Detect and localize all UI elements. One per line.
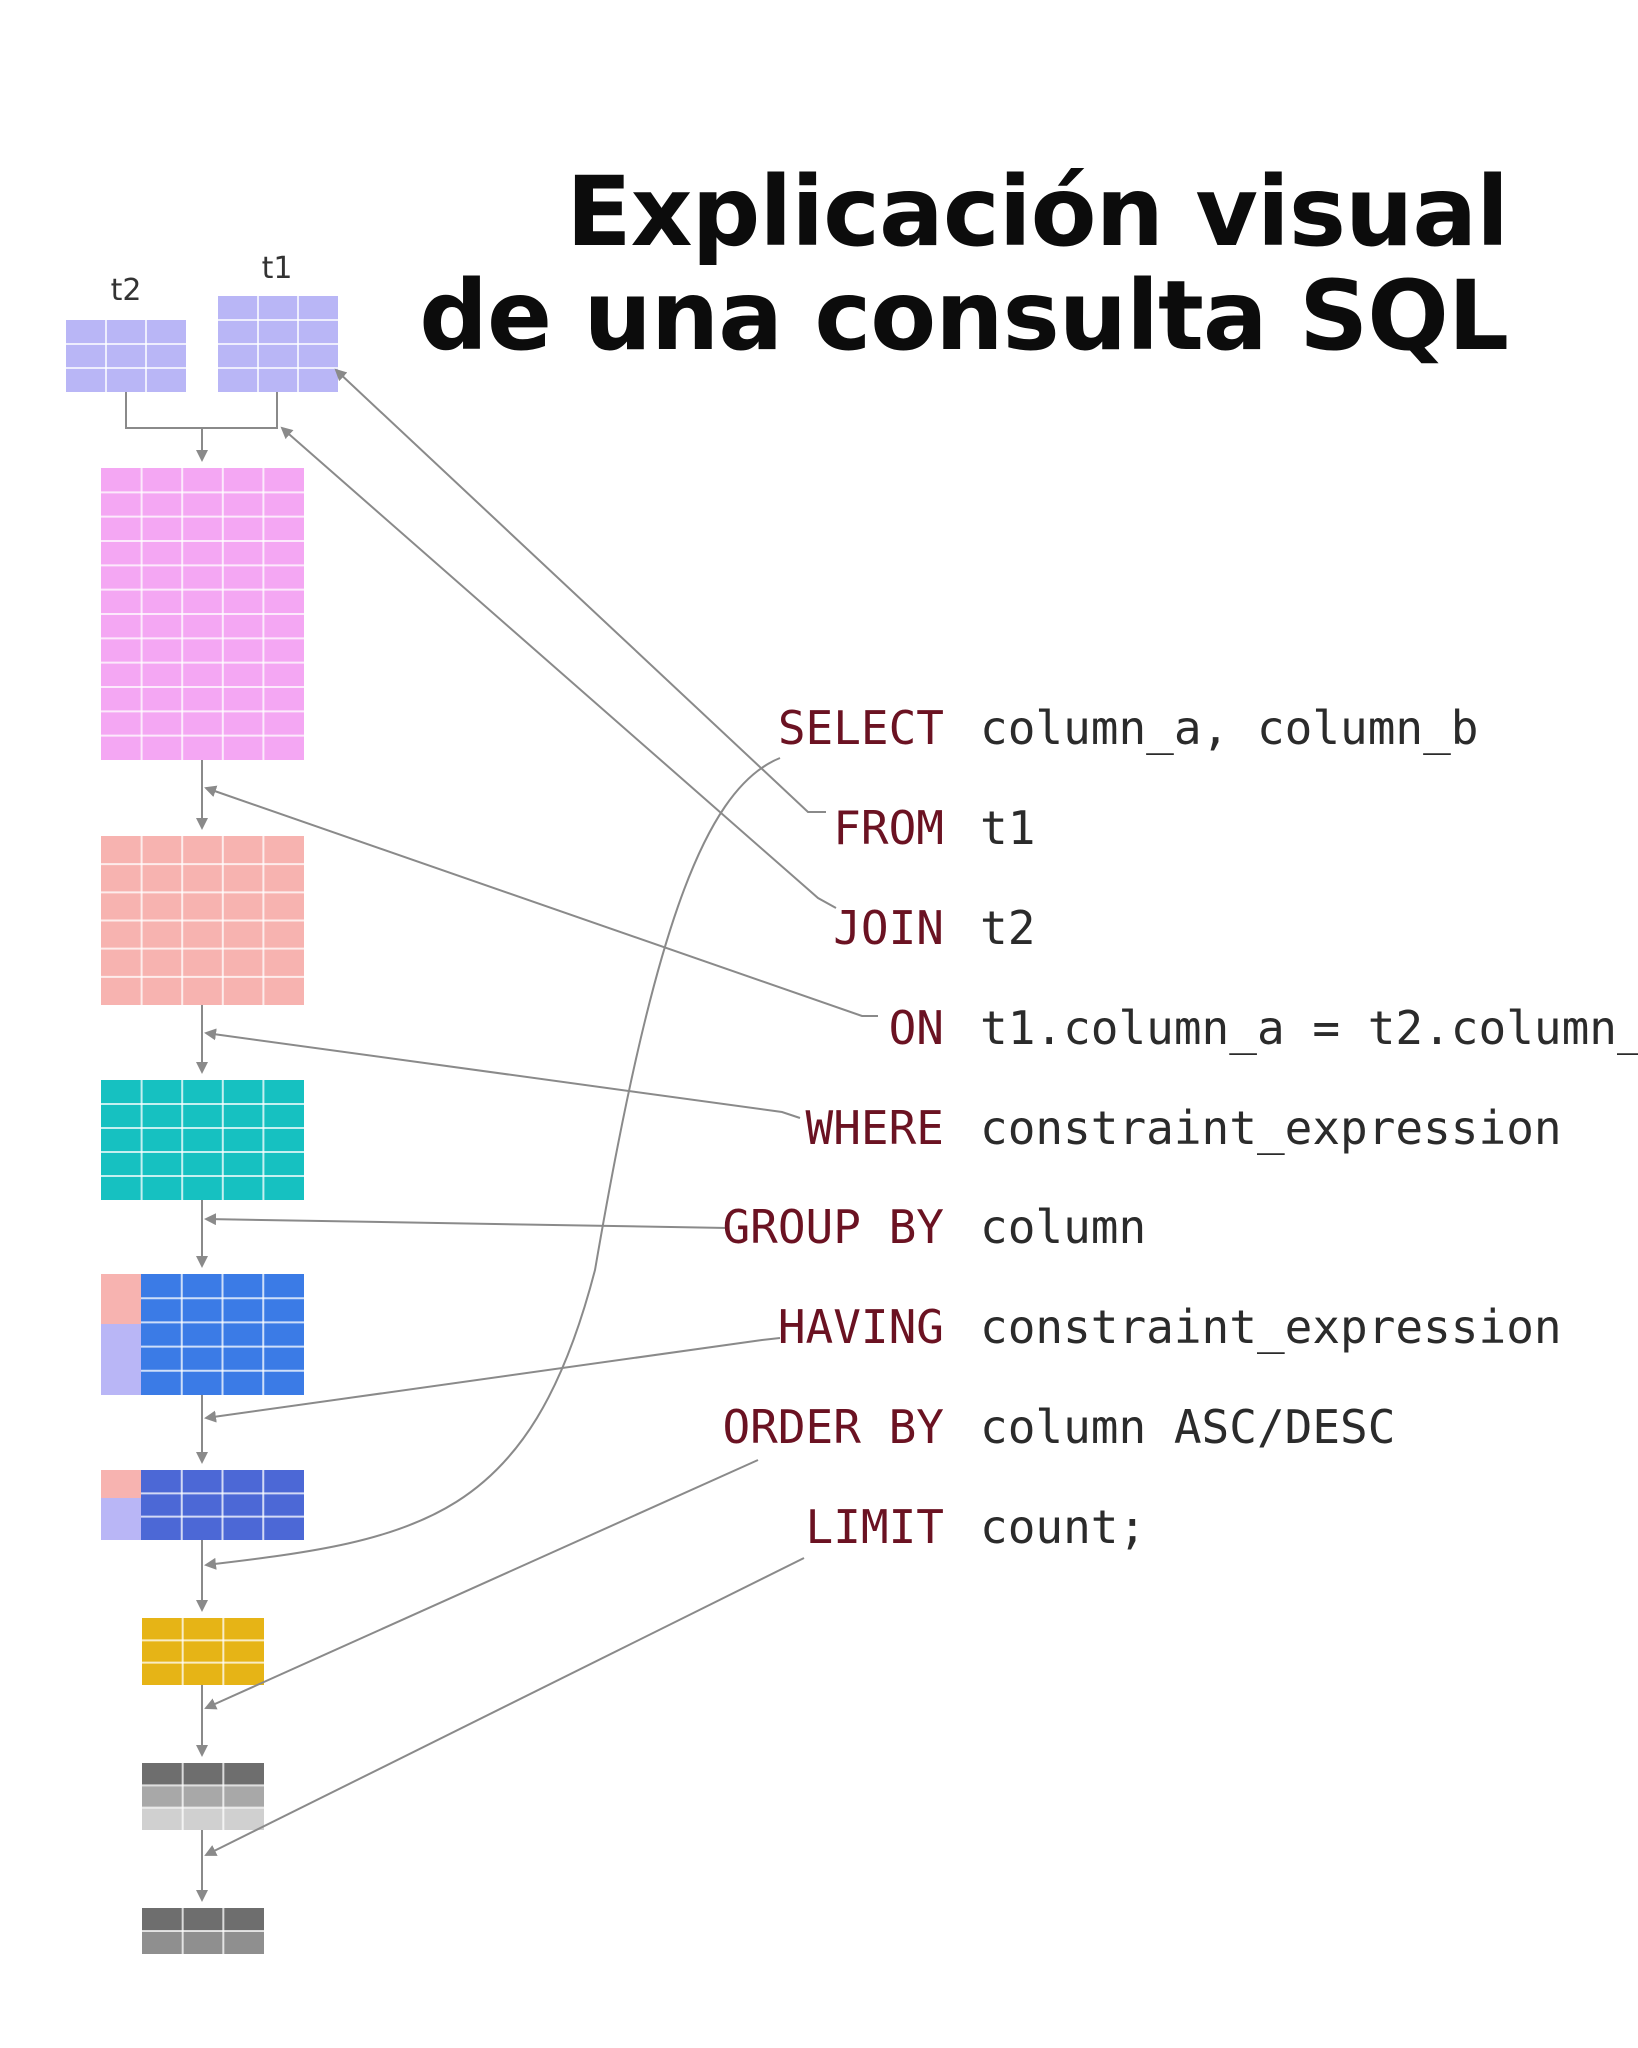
clause-argument: t2 bbox=[980, 901, 1035, 955]
joined-table bbox=[101, 468, 304, 760]
clause-argument: t1 bbox=[980, 801, 1035, 855]
arrow-select bbox=[204, 757, 781, 1570]
title-line-1: Explicación visual bbox=[566, 156, 1509, 268]
arrow-order bbox=[204, 1459, 759, 1710]
arrow-having bbox=[204, 1337, 781, 1423]
clause-row: FROM t1 bbox=[833, 801, 1035, 855]
clause-row: LIMIT count; bbox=[806, 1500, 1147, 1554]
limited-table bbox=[142, 1908, 264, 1954]
clause-keyword: GROUP BY bbox=[722, 1200, 944, 1254]
clause-argument: constraint_expression bbox=[980, 1300, 1562, 1354]
on-filtered-table bbox=[101, 836, 304, 1005]
arrow-group bbox=[204, 1213, 729, 1229]
group-key-bottom bbox=[101, 1324, 141, 1395]
table-t1 bbox=[218, 296, 338, 392]
arrow-on bbox=[204, 785, 878, 1017]
clause-argument: column bbox=[980, 1200, 1146, 1254]
clause-keyword: HAVING bbox=[778, 1300, 944, 1354]
clause-row: JOIN t2 bbox=[833, 901, 1035, 955]
table-label-t2: t2 bbox=[111, 273, 142, 308]
clause-keyword: ON bbox=[889, 1001, 944, 1055]
clause-argument: constraint_expression bbox=[980, 1101, 1562, 1155]
title-line-2: de una consulta SQL bbox=[419, 260, 1509, 372]
group-key-top bbox=[101, 1274, 141, 1324]
having-key-bottom bbox=[101, 1498, 141, 1540]
clause-row: HAVING constraint_expression bbox=[778, 1300, 1562, 1354]
having-key-top bbox=[101, 1470, 141, 1498]
clause-argument: column ASC/DESC bbox=[980, 1400, 1395, 1454]
clause-row: ORDER BY column ASC/DESC bbox=[722, 1400, 1395, 1454]
flow-arrows bbox=[125, 392, 278, 1902]
clause-keyword: JOIN bbox=[833, 901, 944, 955]
clause-arrows bbox=[204, 368, 878, 1856]
clause-row: WHERE constraint_expression bbox=[806, 1101, 1562, 1155]
clause-keyword: LIMIT bbox=[806, 1500, 944, 1554]
clause-keyword: WHERE bbox=[806, 1101, 944, 1155]
clause-row: ON t1.column_a = t2.column_a bbox=[889, 1001, 1638, 1055]
grouped-table bbox=[141, 1274, 304, 1395]
clause-keyword: ORDER BY bbox=[722, 1400, 944, 1454]
having-table bbox=[141, 1470, 304, 1540]
clause-argument: column_a, column_b bbox=[980, 701, 1479, 755]
clause-argument: t1.column_a = t2.column_a bbox=[980, 1001, 1638, 1055]
merge-connector bbox=[125, 392, 278, 429]
clause-row: SELECT column_a, column_b bbox=[778, 701, 1479, 755]
arrow-where bbox=[204, 1028, 801, 1119]
clause-keyword: FROM bbox=[833, 801, 944, 855]
table-t2 bbox=[66, 320, 186, 392]
arrow-limit bbox=[204, 1557, 805, 1856]
page-title: Explicación visual de una consulta SQL bbox=[408, 156, 1509, 372]
where-table bbox=[101, 1080, 304, 1200]
selected-table bbox=[142, 1618, 264, 1685]
table-label-t1: t1 bbox=[262, 251, 293, 286]
result-tables bbox=[66, 296, 338, 1954]
ordered-table bbox=[142, 1763, 264, 1830]
arrow-join bbox=[280, 426, 837, 909]
clause-keyword: SELECT bbox=[778, 701, 944, 755]
arrow-from bbox=[334, 368, 826, 813]
clause-row: GROUP BY column bbox=[722, 1200, 1146, 1254]
clause-argument: count; bbox=[980, 1500, 1146, 1554]
